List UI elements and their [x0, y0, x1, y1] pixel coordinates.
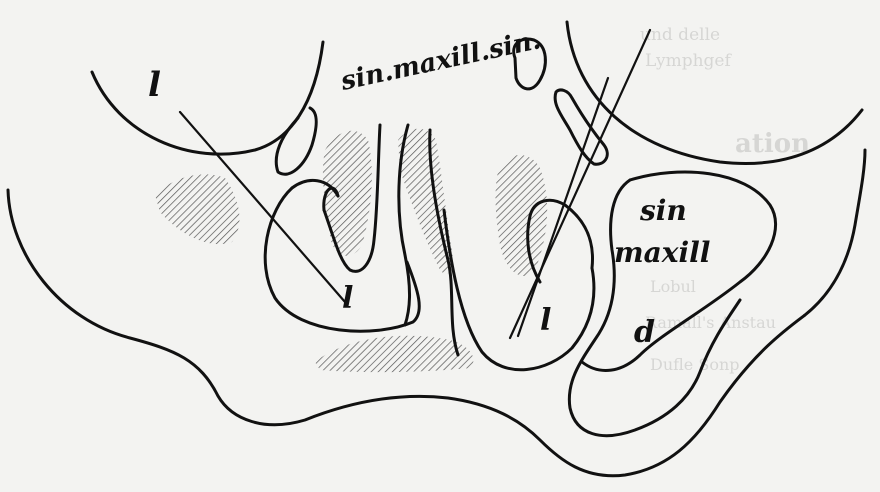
label-sin: sin: [639, 194, 687, 227]
bleed-text-line2: Lymphgef: [645, 51, 732, 71]
label-l-right: l: [540, 303, 551, 338]
hatched-region-left: [155, 174, 239, 244]
hatched-region-center-left: [323, 131, 372, 256]
label-l-middle: l: [342, 281, 353, 316]
bleed-text-p3: Ramall's Anstau: [645, 313, 776, 332]
upper-left-arc: [92, 42, 323, 154]
hatched-region-right: [496, 155, 548, 276]
bleed-text-p2: Lobul: [650, 277, 696, 296]
hatched-region-bottom: [315, 336, 473, 372]
label-l-top-left: l: [148, 65, 161, 105]
label-sin-maxill-sin: sin.maxill.sin.: [337, 25, 543, 97]
bleed-text-p4: Dufle Sonp: [650, 355, 740, 374]
label-maxill: maxill: [614, 236, 710, 269]
small-root-left: [276, 108, 316, 174]
label-d: d: [634, 315, 655, 350]
bleed-text-line1: und delle: [640, 25, 720, 45]
hatched-region-center: [398, 129, 453, 274]
